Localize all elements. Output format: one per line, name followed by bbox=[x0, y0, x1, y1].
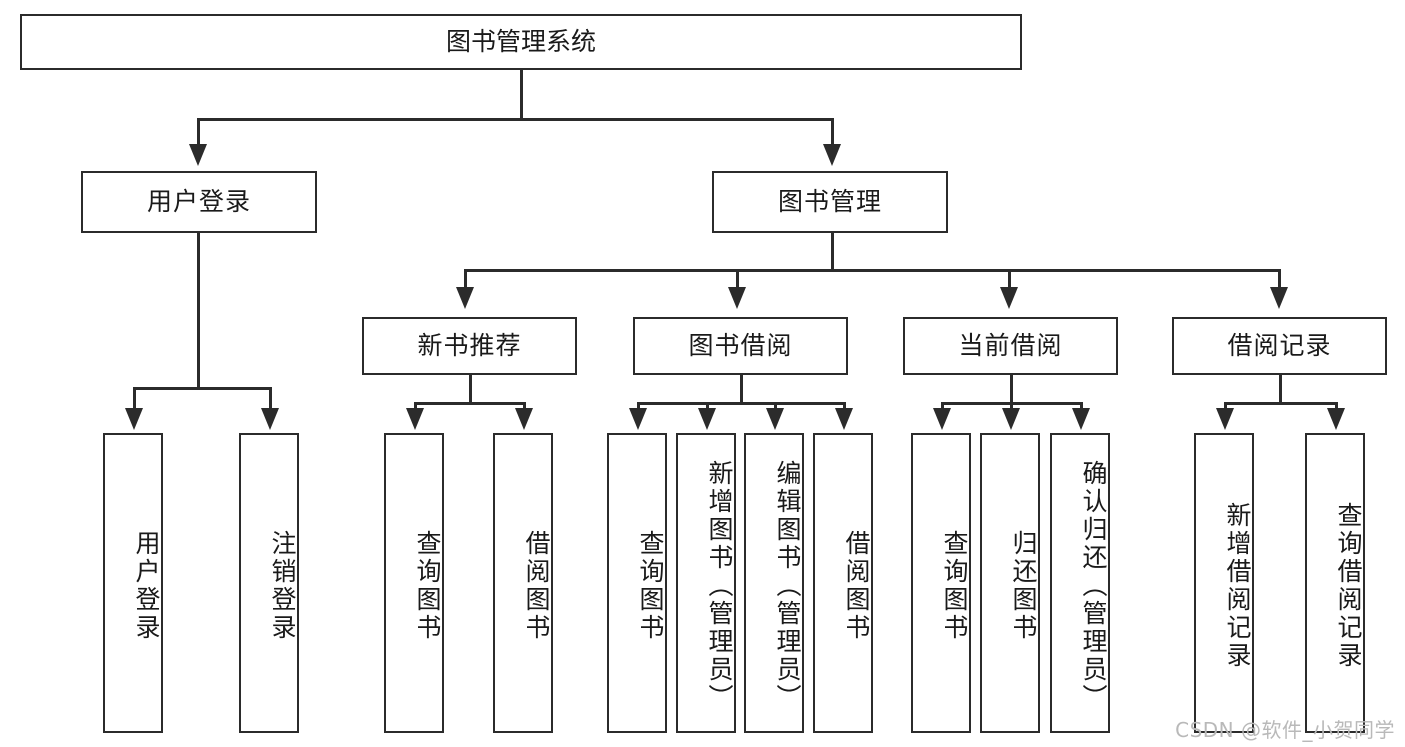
edge-current-to-leaf-1 bbox=[941, 402, 944, 410]
node-label: 归还图书 bbox=[1009, 530, 1038, 642]
node-label: 图书管理系统 bbox=[445, 27, 596, 57]
edge-user-login-stem bbox=[197, 233, 200, 389]
node-label: 用户登录 bbox=[146, 187, 251, 217]
edge-user-login-to-leaf-2 bbox=[269, 387, 272, 410]
node-label: 新书推荐 bbox=[417, 331, 522, 361]
edge-borrow-stem bbox=[740, 375, 743, 404]
edge-book-manage-to-record bbox=[1278, 269, 1281, 289]
node-book-manage[interactable]: 图书管理 bbox=[712, 171, 948, 233]
edge-record-to-leaf-1 bbox=[1224, 402, 1227, 410]
node-label: 图书管理 bbox=[777, 187, 882, 217]
node-root-system[interactable]: 图书管理系统 bbox=[20, 14, 1022, 70]
arrow-borrow-to-leaf-1 bbox=[629, 408, 647, 430]
edge-book-manage-bus bbox=[464, 269, 1280, 272]
node-label: 编辑图书（管理员） bbox=[773, 460, 802, 712]
arrow-book-manage-to-record bbox=[1270, 287, 1288, 309]
arrow-record-to-leaf-1 bbox=[1216, 408, 1234, 430]
edge-book-manage-to-current bbox=[1008, 269, 1011, 289]
edge-recommend-to-leaf-2 bbox=[523, 402, 526, 410]
node-label: 查询图书 bbox=[413, 530, 442, 642]
node-label: 当前借阅 bbox=[958, 331, 1063, 361]
node-label: 查询借阅记录 bbox=[1334, 502, 1363, 670]
node-label: 借阅记录 bbox=[1227, 331, 1332, 361]
edge-root-bus bbox=[197, 118, 834, 121]
node-label: 借阅图书 bbox=[842, 530, 871, 642]
node-label: 图书借阅 bbox=[688, 331, 793, 361]
edge-user-login-bus bbox=[133, 387, 271, 390]
arrow-book-manage-to-recommend bbox=[456, 287, 474, 309]
arrow-record-to-leaf-2 bbox=[1327, 408, 1345, 430]
leaf-user-logout[interactable]: 注销登录 bbox=[239, 433, 299, 733]
leaf-confirm-return[interactable]: 确认归还（管理员） bbox=[1050, 433, 1110, 733]
arrow-user-login-to-leaf-1 bbox=[125, 408, 143, 430]
leaf-query-book-current[interactable]: 查询图书 bbox=[911, 433, 971, 733]
node-user-login[interactable]: 用户登录 bbox=[81, 171, 317, 233]
edge-root-to-book-manage bbox=[831, 118, 834, 146]
edge-user-login-to-leaf-1 bbox=[133, 387, 136, 410]
edge-recommend-to-leaf-1 bbox=[414, 402, 417, 410]
leaf-query-book-borrow[interactable]: 查询图书 bbox=[607, 433, 667, 733]
edge-borrow-bus bbox=[637, 402, 845, 405]
arrow-current-to-leaf-1 bbox=[933, 408, 951, 430]
leaf-query-borrow-record[interactable]: 查询借阅记录 bbox=[1305, 433, 1365, 733]
arrow-user-login-to-leaf-2 bbox=[261, 408, 279, 430]
leaf-borrow-book-recommend[interactable]: 借阅图书 bbox=[493, 433, 553, 733]
edge-recommend-stem bbox=[469, 375, 472, 404]
edge-root-stem bbox=[520, 70, 523, 120]
edge-borrow-to-leaf-3 bbox=[774, 402, 777, 410]
node-current-borrow[interactable]: 当前借阅 bbox=[903, 317, 1118, 375]
edge-recommend-bus bbox=[414, 402, 526, 405]
node-new-book-recommend[interactable]: 新书推荐 bbox=[362, 317, 577, 375]
arrow-recommend-to-leaf-1 bbox=[406, 408, 424, 430]
leaf-user-login[interactable]: 用户登录 bbox=[103, 433, 163, 733]
arrow-recommend-to-leaf-2 bbox=[515, 408, 533, 430]
leaf-edit-book[interactable]: 编辑图书（管理员） bbox=[744, 433, 804, 733]
arrow-current-to-leaf-2 bbox=[1002, 408, 1020, 430]
edge-record-bus bbox=[1224, 402, 1337, 405]
leaf-add-book[interactable]: 新增图书（管理员） bbox=[676, 433, 736, 733]
arrow-root-to-user-login bbox=[189, 144, 207, 166]
leaf-query-book-recommend[interactable]: 查询图书 bbox=[384, 433, 444, 733]
arrow-book-manage-to-current bbox=[1000, 287, 1018, 309]
leaf-add-borrow-record[interactable]: 新增借阅记录 bbox=[1194, 433, 1254, 733]
edge-current-to-leaf-2 bbox=[1010, 402, 1013, 410]
arrow-book-manage-to-borrow bbox=[728, 287, 746, 309]
leaf-borrow-book-borrow[interactable]: 借阅图书 bbox=[813, 433, 873, 733]
node-label: 查询图书 bbox=[636, 530, 665, 642]
edge-book-manage-stem bbox=[831, 233, 834, 271]
edge-borrow-to-leaf-4 bbox=[843, 402, 846, 410]
node-label: 借阅图书 bbox=[522, 530, 551, 642]
node-label: 新增借阅记录 bbox=[1223, 502, 1252, 670]
edge-current-to-leaf-3 bbox=[1080, 402, 1083, 410]
edge-book-manage-to-borrow bbox=[736, 269, 739, 289]
node-label: 新增图书（管理员） bbox=[705, 460, 734, 712]
node-label: 确认归还（管理员） bbox=[1079, 460, 1108, 712]
edge-borrow-to-leaf-1 bbox=[637, 402, 640, 410]
edge-record-to-leaf-2 bbox=[1335, 402, 1338, 410]
arrow-borrow-to-leaf-2 bbox=[698, 408, 716, 430]
node-label: 用户登录 bbox=[132, 530, 161, 642]
edge-book-manage-to-recommend bbox=[464, 269, 467, 289]
arrow-borrow-to-leaf-4 bbox=[835, 408, 853, 430]
node-label: 查询图书 bbox=[940, 530, 969, 642]
edge-record-stem bbox=[1279, 375, 1282, 404]
node-label: 注销登录 bbox=[268, 530, 297, 642]
arrow-current-to-leaf-3 bbox=[1072, 408, 1090, 430]
node-borrow-record[interactable]: 借阅记录 bbox=[1172, 317, 1387, 375]
arrow-borrow-to-leaf-3 bbox=[766, 408, 784, 430]
arrow-root-to-book-manage bbox=[823, 144, 841, 166]
node-book-borrow[interactable]: 图书借阅 bbox=[633, 317, 848, 375]
leaf-return-book[interactable]: 归还图书 bbox=[980, 433, 1040, 733]
edge-borrow-to-leaf-2 bbox=[706, 402, 709, 410]
edge-root-to-user-login bbox=[197, 118, 200, 146]
edge-current-stem bbox=[1010, 375, 1013, 404]
